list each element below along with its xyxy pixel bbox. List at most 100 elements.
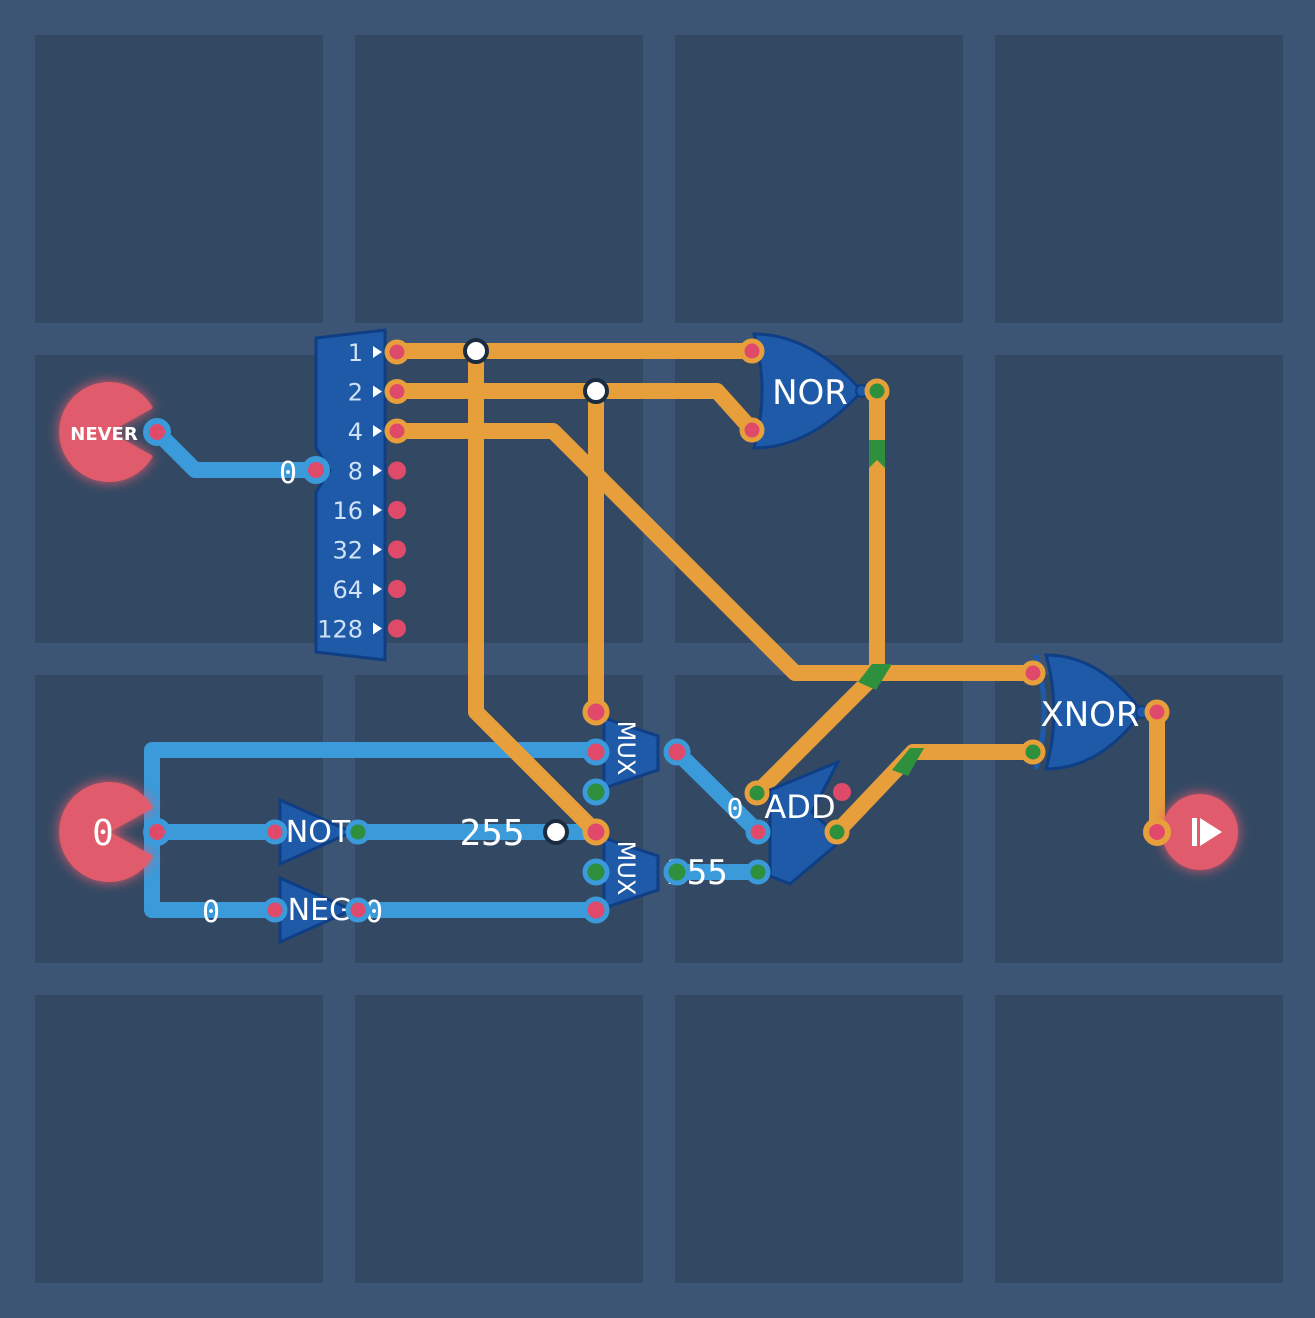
wire-junctions [463,338,609,404]
pin-splitter-out[interactable] [384,379,410,404]
splitter-output-label: 32 [332,537,363,565]
grid-cell [35,35,323,323]
splitter-output-label: 1 [348,339,363,367]
grid-cell [675,995,963,1283]
wires [144,343,1165,918]
pin-xnor-in-1[interactable] [1020,660,1046,686]
marker-junction [858,664,892,690]
neg-input-value: 0 [202,895,220,930]
splitter-arrow-icon [373,504,382,516]
grid-cell [675,35,963,323]
splitter-arrow-icon [373,543,382,556]
splitter-arrow-icon [373,425,382,437]
pin-not-out[interactable] [345,819,371,845]
pin-add-in-a[interactable] [745,819,771,845]
junction-not-out [543,819,569,845]
pin-splitter-out[interactable] [388,501,406,519]
grid-cell [35,995,323,1283]
add-input-value: 0 [727,792,744,825]
pin-add-carry-out[interactable] [833,783,851,801]
play-icon [1192,818,1222,846]
bit-output[interactable] [1143,794,1238,870]
wire-nor-out[interactable] [749,383,885,801]
nor-gate[interactable]: NOR [739,332,890,450]
neg-gate[interactable]: NEG 0 0 [202,875,383,945]
wire-bit2-to-nor[interactable] [389,383,760,438]
mux-bottom-label: MUX [612,841,640,896]
pin-not-in[interactable] [262,819,288,845]
splitter-output-label: 2 [348,379,363,407]
mux-bottom[interactable]: MUX 255 [582,818,728,924]
byte-input-value: 0 [92,813,114,854]
wire-never-to-splitter[interactable] [149,424,324,478]
pin-nor-out[interactable] [864,378,890,404]
mux-top[interactable]: MUX [582,698,691,806]
pin-neg-in[interactable] [262,897,288,923]
pin-add-out[interactable] [824,819,850,845]
wire-bit4-to-xnor[interactable] [389,423,1041,681]
splitter-arrow-icon [373,346,382,358]
not-label: NOT [286,815,351,850]
splitter-output-label: 64 [332,576,363,604]
add-gate[interactable]: 0 ADD [727,759,851,886]
splitter-output-label: 8 [348,458,363,486]
pin-nor-in-1[interactable] [739,338,765,364]
pin-splitter-out[interactable] [388,580,406,598]
grid-cell [355,35,643,323]
pin-output-in[interactable] [1143,818,1171,846]
pin-mux-bottom-in-b[interactable] [582,896,610,924]
wire-bit1-to-mux-bottom-sel[interactable] [468,343,604,840]
splitter-arrow-icon [373,385,382,398]
pin-splitter-out[interactable] [388,461,406,480]
pin-never-out[interactable] [143,418,171,446]
not-gate[interactable]: NOT 255 [262,797,569,867]
pin-add-carry-in[interactable] [744,780,770,806]
grid-cell [355,995,643,1283]
grid-cell [995,355,1283,643]
grid-cell [995,995,1283,1283]
never-input[interactable]: NEVER [59,381,171,482]
pin-mux-top-in-b[interactable] [582,778,610,806]
splitter-arrow-icon [373,583,382,595]
pin-splitter-out[interactable] [384,339,410,365]
wire-input-to-neg[interactable] [144,824,283,918]
pin-xnor-out[interactable] [1144,699,1170,725]
marker-nor-out [869,440,885,468]
xnor-gate[interactable]: XNOR [1020,653,1170,771]
byte-input[interactable]: 0 [59,782,171,882]
not-output-value: 255 [459,813,524,854]
pin-nor-in-2[interactable] [739,417,765,443]
marker-add-out [892,748,924,776]
nor-label: NOR [772,373,848,413]
mux-top-label: MUX [612,721,640,776]
pin-neg-out[interactable] [345,897,371,923]
xnor-label: XNOR [1040,695,1139,735]
pin-xnor-in-2[interactable] [1020,739,1046,765]
wire-add-to-xnor[interactable] [829,744,1041,840]
splitter-output-label: 4 [348,418,363,446]
neg-label: NEG [288,893,353,928]
never-label: NEVER [70,424,138,445]
wire-mux-top-to-add[interactable] [669,744,766,840]
pin-mux-bottom-out[interactable] [663,858,691,886]
pin-splitter-out[interactable] [388,619,406,638]
pin-splitter-out[interactable] [388,540,406,559]
splitter-arrow-icon [373,464,382,477]
pin-input-out[interactable] [143,818,171,846]
pin-mux-bottom-in-a[interactable] [582,858,610,886]
neg-output-value: 0 [365,895,383,930]
pin-splitter-out[interactable] [384,418,410,444]
splitter-output-label: 16 [332,497,363,525]
pin-mux-top-out[interactable] [663,738,691,766]
pin-mux-top-sel[interactable] [582,698,610,726]
pin-mux-bottom-sel[interactable] [582,818,610,846]
pin-add-in-b[interactable] [745,859,771,885]
add-label: ADD [764,788,835,826]
pin-mux-top-in-a[interactable] [582,738,610,766]
pin-splitter-in[interactable] [302,456,330,484]
grid-cell [995,35,1283,323]
